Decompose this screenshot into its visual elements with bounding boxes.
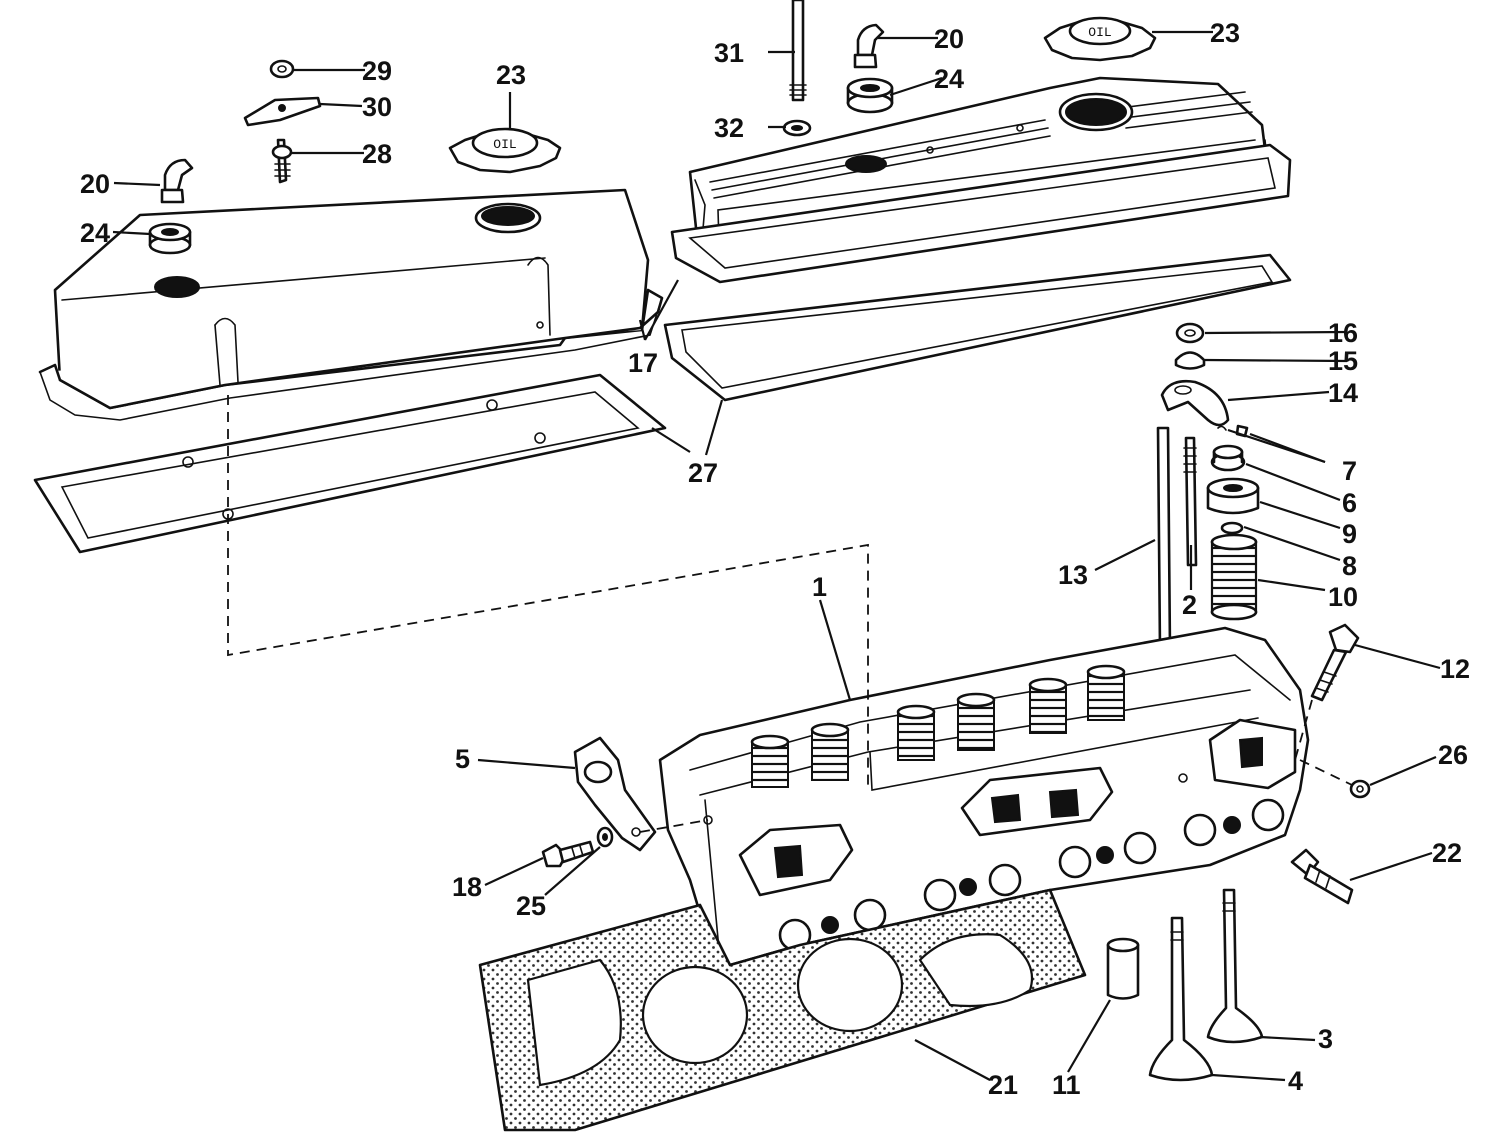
oil-seal-8: [1220, 521, 1244, 535]
shield-9: [1206, 477, 1260, 515]
cylinder-head: [658, 626, 1310, 967]
callout-labels: 1 2 3 4 5 6 7 8 9 10 11 12 13 14 15 16 1…: [80, 18, 1470, 1100]
callout-14: 14: [1328, 378, 1358, 408]
oil-cap-23-left: OIL: [448, 127, 562, 174]
callout-13: 13: [1058, 560, 1088, 590]
stud-2: [1183, 436, 1198, 567]
callout-25: 25: [516, 891, 546, 921]
callout-21: 21: [988, 1070, 1018, 1100]
sensor-22: [1290, 848, 1354, 905]
callout-11: 11: [1052, 1070, 1081, 1100]
callout-29: 29: [362, 56, 392, 86]
alignment-line-bracket: [639, 819, 709, 833]
callout-17: 17: [628, 348, 658, 378]
callout-9: 9: [1342, 519, 1357, 549]
head-gasket-21: [478, 888, 1087, 1132]
alignment-line-left: [227, 395, 869, 790]
right-rocker-cover-gasket: [663, 253, 1292, 402]
valve-4: [1148, 916, 1214, 1082]
callout-28: 28: [362, 139, 392, 169]
lifter-11: [1106, 937, 1140, 1000]
callout-4: 4: [1288, 1066, 1303, 1096]
valve-spring-10: [1210, 533, 1258, 621]
grommet-24-left: [148, 222, 192, 255]
oil-cap-label-left: OIL: [493, 137, 516, 152]
callout-23-left: 23: [496, 60, 526, 90]
rocker-arm-14: [1160, 380, 1230, 427]
washer-25: [596, 826, 614, 848]
breather-elbow-20-left: [160, 158, 194, 204]
left-rocker-cover-gasket: [33, 373, 667, 554]
oil-cap-label-right: OIL: [1088, 25, 1111, 40]
callout-10: 10: [1328, 582, 1358, 612]
callout-16: 16: [1328, 318, 1358, 348]
callout-7: 7: [1342, 456, 1357, 486]
callout-12: 12: [1440, 654, 1470, 684]
nut-16: [1175, 322, 1205, 344]
callout-5: 5: [455, 744, 470, 774]
callout-24-left: 24: [80, 218, 110, 248]
callout-22: 22: [1432, 838, 1462, 868]
bolt-18: [541, 840, 595, 868]
oil-cap-23-right: OIL: [1043, 16, 1157, 62]
callout-8: 8: [1342, 551, 1357, 581]
callout-23-right: 23: [1210, 18, 1240, 48]
left-rocker-cover: [38, 188, 664, 421]
bracket-5: [573, 736, 657, 852]
ball-15: [1174, 351, 1206, 370]
callout-2: 2: [1182, 590, 1197, 620]
alignment-line-bolt12: [1294, 699, 1313, 761]
nut-26: [1349, 779, 1371, 799]
callout-20-right: 20: [934, 24, 964, 54]
stud-28: [271, 138, 293, 184]
valve-3: [1206, 888, 1264, 1044]
callout-3: 3: [1318, 1024, 1333, 1054]
clip-30: [243, 96, 322, 127]
grommet-24-right: [846, 77, 894, 114]
callout-18: 18: [452, 872, 482, 902]
callout-20-left: 20: [80, 169, 110, 199]
callout-1: 1: [812, 572, 827, 602]
bolt-31: [789, 0, 807, 102]
callout-6: 6: [1342, 488, 1357, 518]
callout-27: 27: [688, 458, 718, 488]
bolt-12: [1310, 623, 1360, 702]
washer-32: [782, 119, 812, 137]
pushrod-13: [1156, 426, 1172, 652]
retainer-6: [1210, 444, 1246, 472]
callout-30: 30: [362, 92, 392, 122]
callout-32: 32: [714, 113, 744, 143]
callout-24-right: 24: [934, 64, 964, 94]
callout-15: 15: [1328, 346, 1358, 376]
nut-29: [269, 59, 295, 79]
callout-26: 26: [1438, 740, 1468, 770]
head-valve-springs: [750, 664, 1126, 788]
leader-lines: [112, 30, 1441, 1082]
callout-31: 31: [714, 38, 744, 68]
alignment-line-nut26: [1299, 759, 1353, 786]
breather-elbow-20-right: [853, 23, 885, 69]
right-rocker-cover-flange: [670, 143, 1292, 284]
